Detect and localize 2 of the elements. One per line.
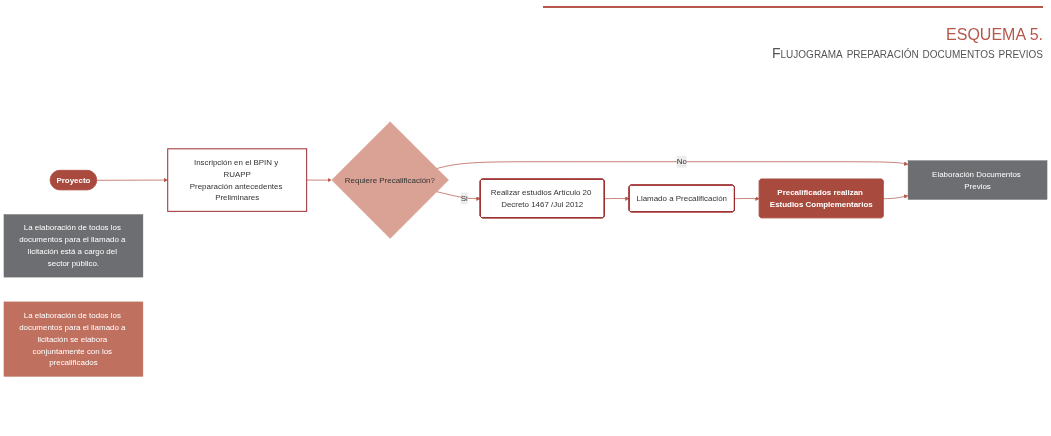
diagram-caption: Flujograma preparación documentos previos — [772, 45, 1043, 61]
diagram-title: ESQUEMA 5. — [946, 26, 1043, 44]
